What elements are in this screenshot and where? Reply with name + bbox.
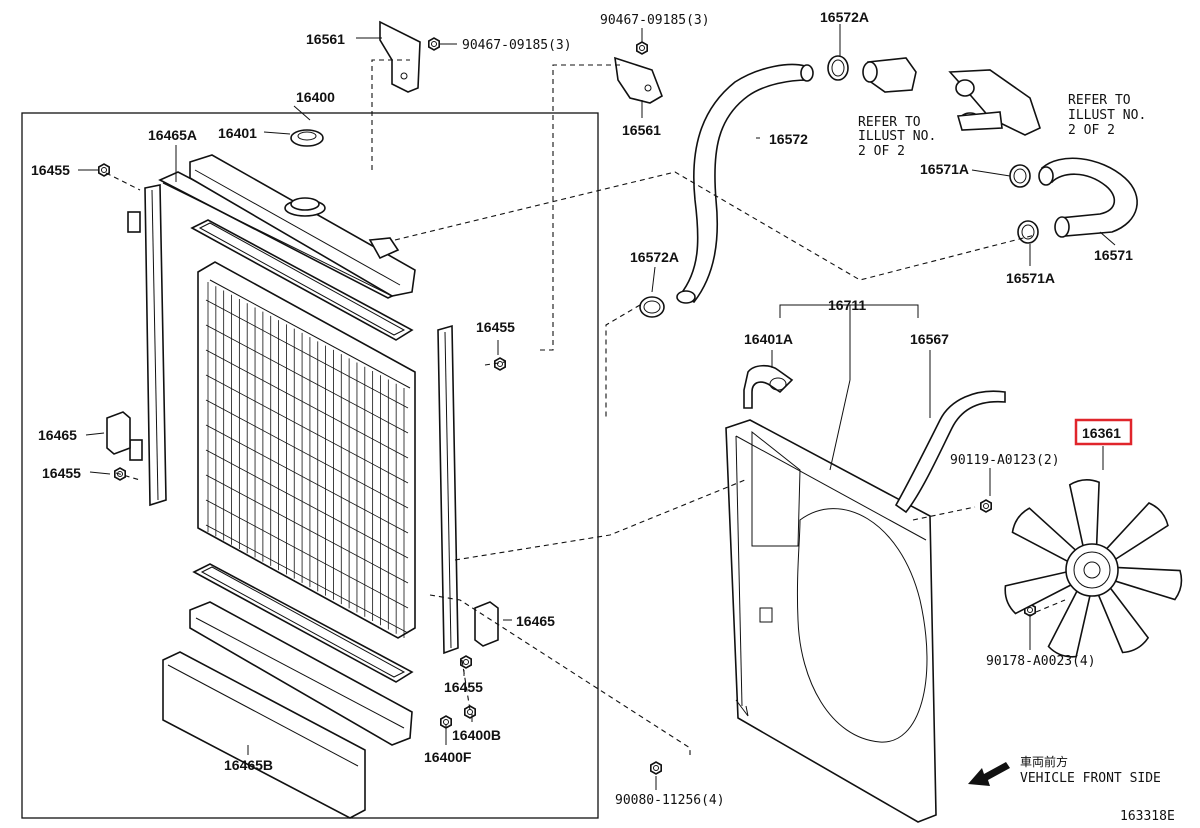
lower-gasket-part[interactable] (192, 563, 414, 683)
leader-lines (78, 24, 1116, 790)
upper-hose-clamp-low-part[interactable] (639, 296, 665, 318)
fan-blade (1004, 570, 1074, 615)
label-lower-hose[interactable]: 16571 (1094, 247, 1133, 263)
vehicle-front-en-text: VEHICLE FRONT SIDE (1020, 771, 1161, 786)
label-fan[interactable]: 16361 (1082, 425, 1121, 441)
label-lower-hose-clamp-top[interactable]: 16571A (920, 161, 969, 177)
upper-gasket-part[interactable] (190, 219, 414, 341)
radiator-assembly-frame (21, 112, 599, 819)
right-bracket-part[interactable] (614, 56, 663, 104)
label-fan-shroud[interactable]: 16711 (828, 297, 866, 313)
lower-tank-part[interactable] (189, 601, 413, 746)
label-lower-hose-clamp-low[interactable]: 16571A (1006, 270, 1055, 286)
right-side-support-part[interactable] (437, 324, 459, 655)
fan-blade (1068, 479, 1100, 549)
upper-tank-part[interactable] (189, 154, 416, 297)
label-reservoir-clamp[interactable]: 16401A (744, 331, 793, 347)
left-bracket-part[interactable] (379, 20, 421, 93)
label-shroud-bolt[interactable]: 90119-A0123(2) (950, 453, 1060, 468)
fan-blade (1096, 585, 1150, 654)
label-upper-tank-seal[interactable]: 16465A (148, 127, 197, 143)
label-support-right[interactable]: 16465 (516, 613, 555, 629)
label-bolt-top-left[interactable]: 16455 (31, 162, 70, 178)
right-support-pad-part[interactable] (474, 601, 499, 647)
label-drain-plug[interactable]: 16400F (424, 749, 472, 765)
fan-blade (1112, 566, 1183, 601)
note-refer-left-3: 2 OF 2 (858, 144, 905, 159)
label-bolt-bracket[interactable]: 90467-09185(3) (462, 38, 572, 53)
radiator-core-part[interactable] (197, 261, 416, 639)
label-cap[interactable]: 16401 (218, 125, 257, 141)
label-bolt-lower[interactable]: 16455 (444, 679, 483, 695)
note-refer-left-1: REFER TO (858, 115, 921, 130)
lower-hose-clamp-low-part[interactable] (1017, 220, 1039, 244)
fan-blade (1047, 588, 1092, 658)
note-refer-right-1: REFER TO (1068, 93, 1131, 108)
fan-blade (1104, 501, 1169, 562)
fan-highlight-box (1074, 418, 1133, 446)
bolt-icon[interactable] (979, 499, 993, 513)
label-bracket-left[interactable]: 16561 (306, 31, 345, 47)
upper-hose-clamp-top-part[interactable] (827, 55, 849, 81)
note-refer-left-2: ILLUST NO. (858, 129, 936, 144)
label-radiator-assy[interactable]: 16400 (296, 89, 335, 105)
label-drain-cock[interactable]: 16400B (452, 727, 501, 743)
lower-hose-clamp-top-part[interactable] (1009, 164, 1031, 188)
fan-shroud-part[interactable] (725, 419, 937, 823)
bolt-icon[interactable] (493, 357, 507, 371)
left-support-pad-part[interactable] (106, 411, 131, 455)
label-upper-hose[interactable]: 16572 (769, 131, 808, 147)
vehicle-front-arrow-icon (968, 762, 1010, 786)
fan-blade (1011, 507, 1078, 564)
label-reservoir-hose[interactable]: 16567 (910, 331, 949, 347)
label-fan-nut[interactable]: 90178-A0023(4) (986, 654, 1096, 669)
reservoir-clamp-part[interactable] (743, 364, 794, 409)
bolt-icon[interactable] (463, 705, 477, 719)
note-refer-right-3: 2 OF 2 (1068, 123, 1115, 138)
vehicle-front-jp-text: 車両前方 (1020, 754, 1068, 769)
guide-lines (105, 59, 1066, 755)
illustration-code: 163318E (1120, 809, 1175, 824)
label-bolt-bracket-2[interactable]: 90467-09185(3) (600, 13, 710, 28)
bolt-icon[interactable] (427, 37, 441, 51)
radiator-cap-part[interactable] (290, 129, 324, 147)
bolt-icon[interactable] (635, 41, 649, 55)
cooling-fan-part[interactable] (1004, 479, 1183, 658)
upper-hose-part[interactable] (676, 63, 814, 304)
bolt-icon[interactable] (459, 655, 473, 669)
note-refer-right-2: ILLUST NO. (1068, 108, 1146, 123)
label-support-left[interactable]: 16465 (38, 427, 77, 443)
left-side-support-part[interactable] (127, 184, 167, 507)
label-bolt-left[interactable]: 16455 (42, 465, 81, 481)
bolt-icon[interactable] (649, 761, 663, 775)
lower-hose-part[interactable] (1038, 157, 1138, 238)
label-bottom-bolt[interactable]: 90080-11256(4) (615, 793, 725, 808)
label-bracket-right[interactable]: 16561 (622, 122, 661, 138)
label-bolt-right-upper[interactable]: 16455 (476, 319, 515, 335)
label-upper-hose-clamp-low[interactable]: 16572A (630, 249, 679, 265)
water-outlet-part[interactable] (862, 57, 917, 93)
label-lower-seal[interactable]: 16465B (224, 757, 273, 773)
lower-seal-part[interactable] (162, 651, 366, 819)
reservoir-hose-part[interactable] (894, 390, 1006, 514)
label-upper-hose-clamp-top[interactable]: 16572A (820, 9, 869, 25)
water-inlet-part[interactable] (948, 69, 1041, 136)
